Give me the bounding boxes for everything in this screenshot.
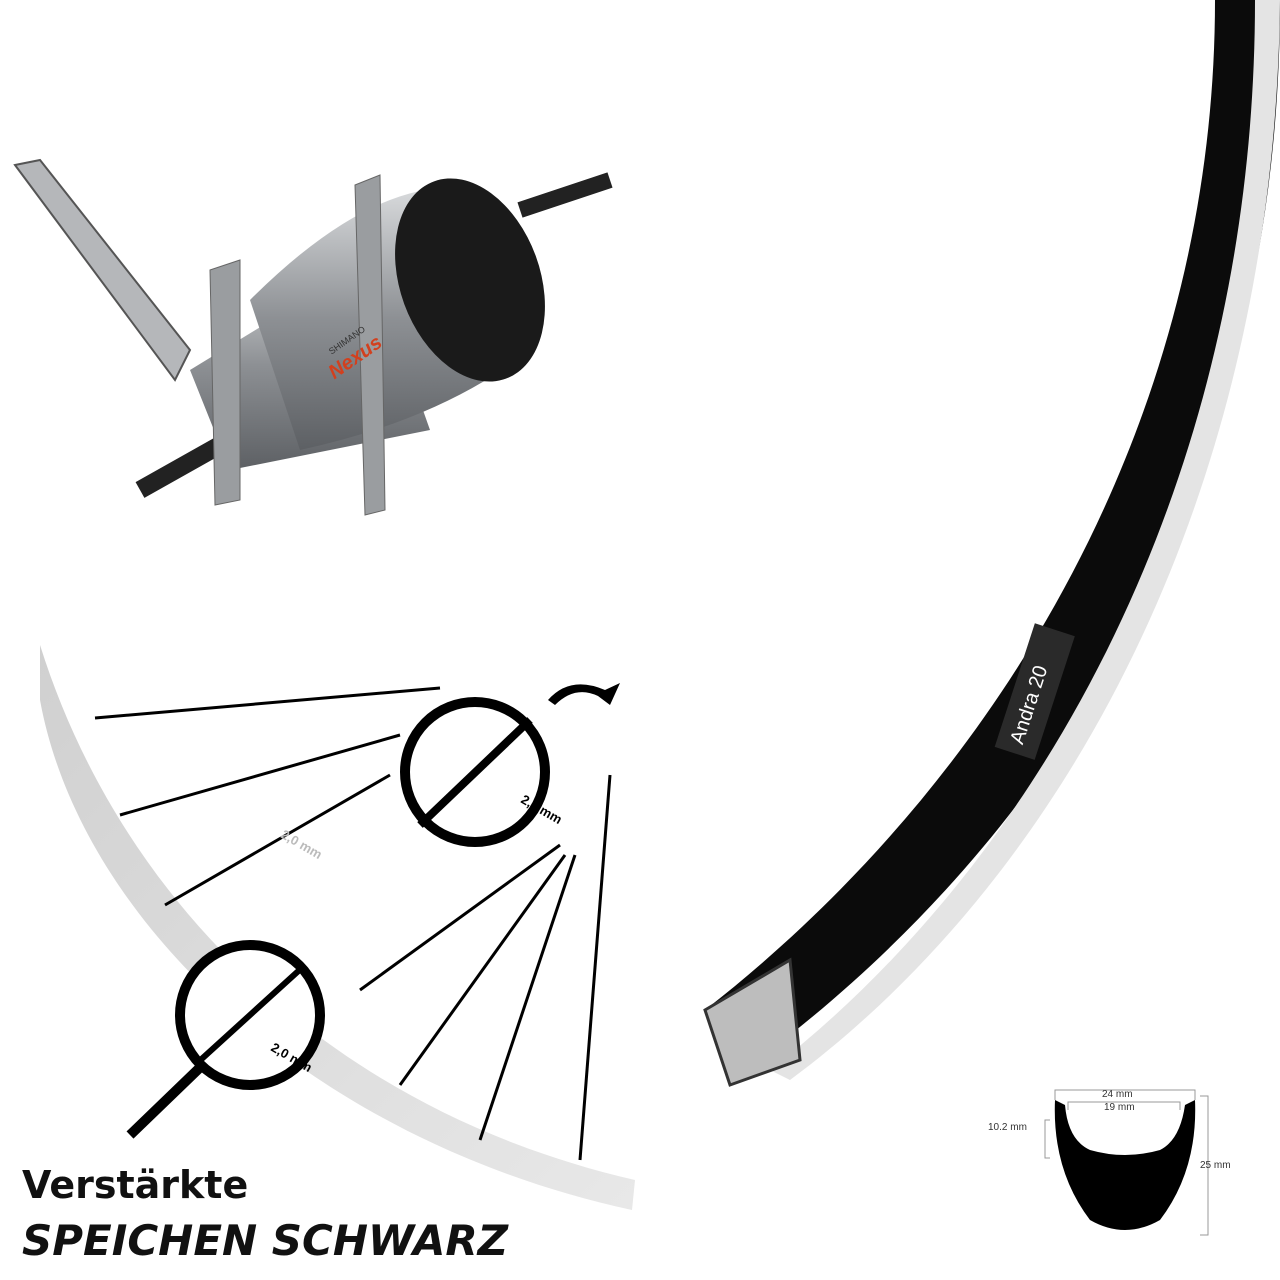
hub-cap	[395, 178, 545, 382]
torque-arm	[13, 158, 192, 382]
flange-left	[209, 259, 241, 506]
rim-image: Andra 20	[703, 0, 1280, 1087]
flange-right	[354, 174, 386, 516]
rim-sidewall	[770, 0, 1280, 1080]
inner-width-label: 19 mm	[1104, 1102, 1135, 1113]
thin-spoke-label-grey: 2,0 mm	[279, 827, 325, 862]
nipple-icon	[548, 683, 620, 705]
rim-profile-diagram: 24 mm 19 mm 10.2 mm 25 mm	[988, 1089, 1231, 1236]
outer-width-label: 24 mm	[1102, 1089, 1133, 1100]
rim-section	[703, 957, 802, 1087]
side-height-label: 10.2 mm	[988, 1122, 1027, 1133]
axle-right	[517, 172, 613, 218]
headline-line2: SPEICHEN SCHWARZ	[22, 1216, 509, 1265]
hub-image: SHIMANO Nexus	[13, 158, 613, 516]
axle-left	[135, 437, 225, 498]
headline-line1: Verstärkte	[22, 1163, 249, 1207]
rim-arc	[705, 0, 1280, 1080]
spoke-illustration: 2,3 mm 2,0 mm 2,0 mm	[40, 645, 635, 1210]
rim-label-plate	[994, 623, 1075, 760]
wheel-rim-segment	[40, 645, 635, 1210]
total-height-label: 25 mm	[1200, 1160, 1231, 1171]
